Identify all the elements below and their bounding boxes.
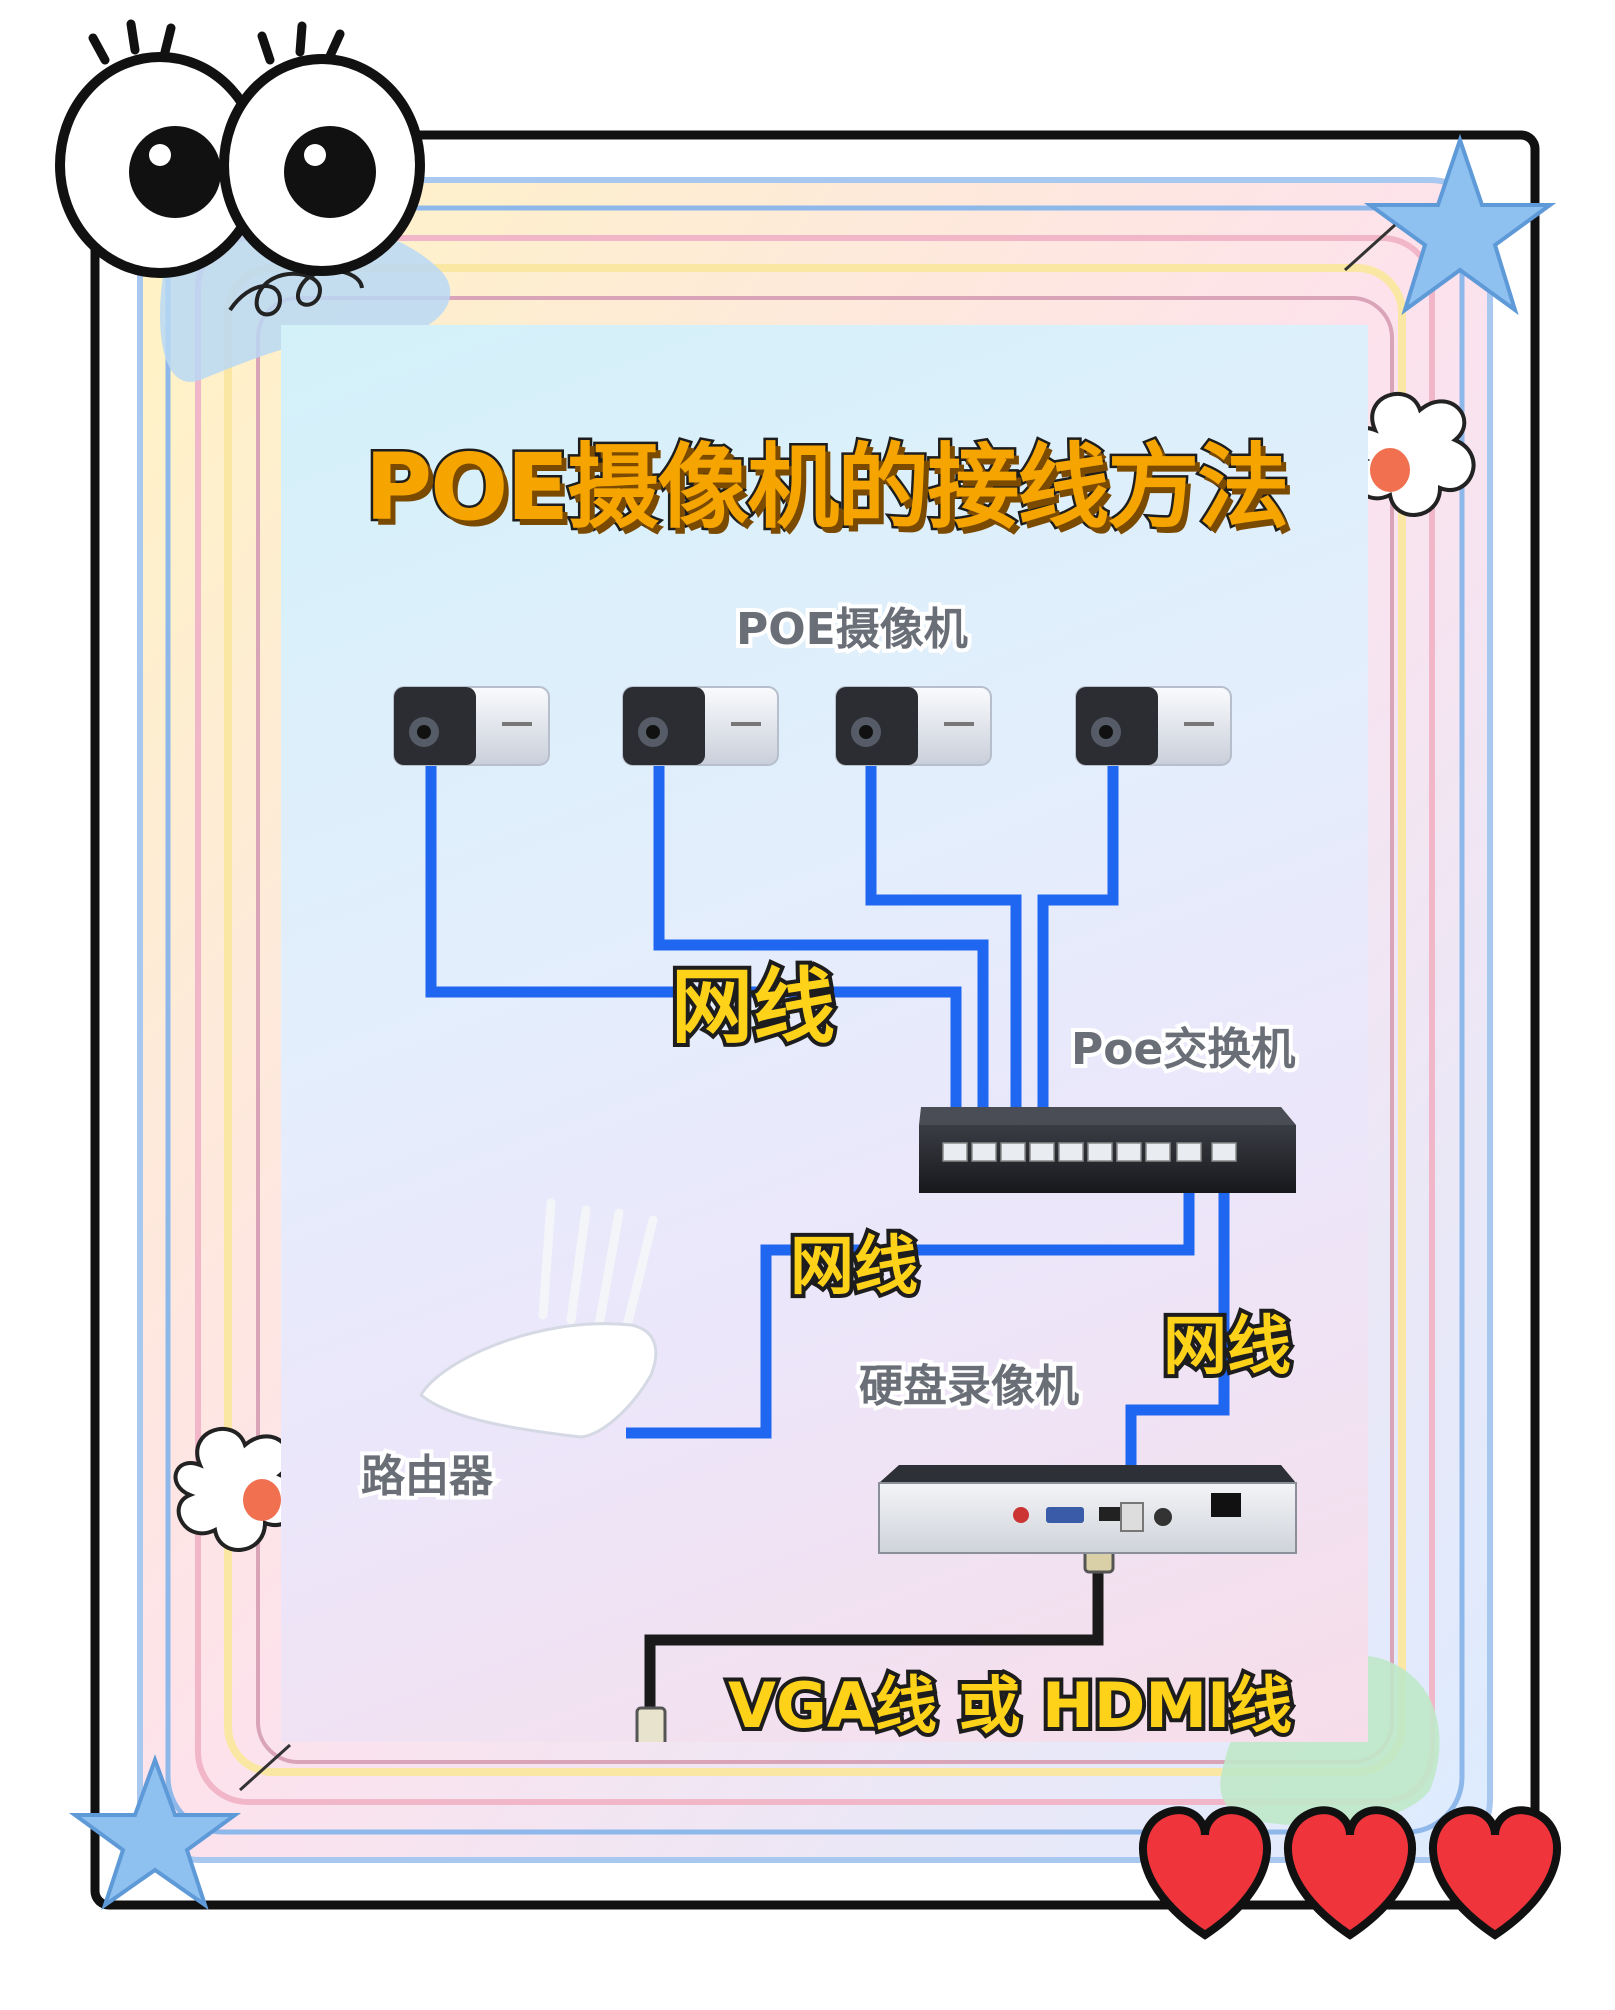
cable-camera-1: [425, 755, 962, 1140]
cable-router: [626, 1155, 1195, 1439]
eyes-icon: [55, 19, 425, 278]
network-cables: [425, 755, 1230, 1505]
squiggle: [228, 268, 364, 317]
diagram-panel: POE摄像机的接线方法 POE摄像机 Poe交换机 硬盘录像机 路由器 网线 网…: [281, 325, 1368, 1742]
camera-icon: [835, 686, 992, 766]
flower-icon: [173, 1427, 301, 1552]
camera-icon: [1075, 686, 1232, 766]
cameras-label: POE摄像机: [732, 600, 972, 659]
router-label: 路由器: [357, 1447, 497, 1506]
camera-icon: [393, 686, 550, 766]
cable-label-nvr: 网线: [1159, 1306, 1295, 1388]
cable-camera-3: [865, 755, 1022, 1140]
cable-label-cameras: 网线: [667, 956, 839, 1059]
wiring-diagram: [393, 686, 1297, 1742]
cable-camera-4: [1037, 755, 1119, 1140]
hdmi-plug-bottom: [635, 1706, 667, 1742]
frame-line-pink: [195, 235, 1435, 1805]
camera-icon: [622, 686, 779, 766]
cable-nvr: [1125, 1155, 1230, 1505]
frame-line-inner: [256, 296, 1394, 1764]
nvr-icon: [878, 1465, 1297, 1554]
switch-label: Poe交换机: [1067, 1020, 1299, 1079]
nvr-label: 硬盘录像机: [855, 1357, 1083, 1416]
heart-icon: [1284, 1806, 1416, 1940]
page-title: POE摄像机的接线方法: [362, 432, 1291, 544]
heart-icon: [1429, 1806, 1561, 1940]
cable-camera-2: [653, 755, 989, 1140]
router-icon: [419, 1198, 658, 1439]
video-cable-label: VGA线 或 HDMI线: [724, 1665, 1296, 1742]
heart-icon: [1139, 1806, 1271, 1940]
star-icon: [1343, 133, 1557, 316]
switch-icon: [919, 1107, 1296, 1193]
cable-label-router: 网线: [786, 1226, 922, 1308]
star-icon: [68, 1743, 292, 1911]
frame-line-blue: [165, 205, 1465, 1835]
frame-line-yellow: [224, 264, 1406, 1776]
